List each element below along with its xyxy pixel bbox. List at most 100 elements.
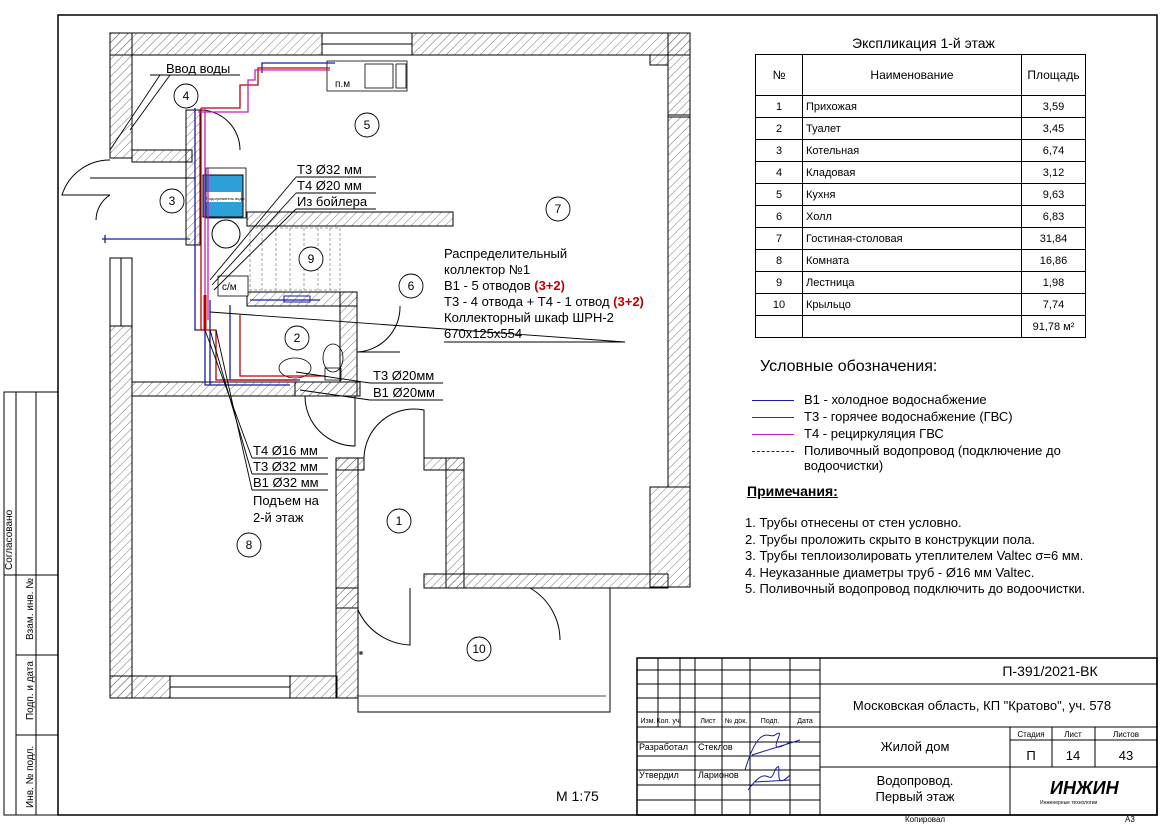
cell-name: Лестница <box>802 271 1022 294</box>
staircase <box>249 227 341 291</box>
svg-text:Подп.: Подп. <box>761 718 780 725</box>
note-item: 2. Трубы проложить скрыто в конструкции … <box>745 531 1036 547</box>
explication-title: Экспликация 1-й этаж <box>852 35 995 51</box>
project-code: П-391/2021-ВК <box>1002 663 1098 679</box>
cell-n: 4 <box>755 161 803 184</box>
svg-text:Т3 Ø32 мм: Т3 Ø32 мм <box>253 459 318 474</box>
approved-name: Ларионов <box>698 770 739 780</box>
legend-item: В1 - холодное водоснабжение <box>752 392 1104 407</box>
svg-text:Т3 Ø20мм: Т3 Ø20мм <box>373 368 434 383</box>
drawing-title-2: Первый этаж <box>875 789 954 804</box>
svg-text:Т3 Ø32 мм: Т3 Ø32 мм <box>297 162 362 177</box>
pm-label: п.м <box>335 79 350 90</box>
legend-line-swatch <box>752 400 794 401</box>
water-input-label: Ввод воды <box>166 61 230 76</box>
cell-name: Гостиная-столовая <box>802 227 1022 250</box>
cell-name: Комната <box>802 249 1022 272</box>
cell-n: 7 <box>755 227 803 250</box>
developed-name: Стеклов <box>698 742 733 752</box>
svg-text:Т4 Ø20 мм: Т4 Ø20 мм <box>297 178 362 193</box>
room-9: 9 <box>308 252 315 266</box>
toilet-callout: Т3 Ø20мм В1 Ø20мм <box>373 368 435 400</box>
riser-callout: Т4 Ø16 мм Т3 Ø32 мм В1 Ø32 мм Подъем на … <box>253 443 320 525</box>
svg-text:коллектор №1: коллектор №1 <box>444 262 530 277</box>
side-agreed: Согласовано <box>4 509 15 570</box>
col-name: Наименование <box>802 54 1022 96</box>
porch-outline <box>357 588 611 713</box>
legend-line-swatch <box>752 417 794 418</box>
room-1: 1 <box>396 514 403 528</box>
cell-n: 6 <box>755 205 803 228</box>
window-lines <box>120 43 412 688</box>
toilet-fixtures <box>278 343 344 381</box>
door-swings <box>61 109 561 646</box>
cell-n: 2 <box>755 117 803 140</box>
notes-title: Примечания: <box>747 483 838 499</box>
table-total-row: 91,78 м² <box>755 315 1086 338</box>
cell-area: 16,86 <box>1021 249 1086 272</box>
svg-text:2-й этаж: 2-й этаж <box>253 510 304 525</box>
svg-text:Распределительный: Распределительный <box>444 246 567 261</box>
svg-text:В1 Ø32 мм: В1 Ø32 мм <box>253 475 319 490</box>
svg-text:В1 - 5 отводов (3+2): В1 - 5 отводов (3+2) <box>444 278 565 293</box>
svg-text:Дата: Дата <box>797 718 813 725</box>
cell-name: Крыльцо <box>802 293 1022 316</box>
cell-area: 31,84 <box>1021 227 1086 250</box>
cell-area: 3,59 <box>1021 95 1086 118</box>
developed-label: Разработал <box>639 742 688 752</box>
heater-circle <box>211 219 241 249</box>
walls <box>109 32 691 699</box>
legend-text: Поливочный водопровод (подключение до во… <box>804 443 1061 473</box>
cell-name: Кухня <box>802 183 1022 206</box>
note-item: 1. Трубы отнесены от стен условно. <box>745 515 962 530</box>
pipe-collector-box <box>283 295 311 303</box>
cell-n: 3 <box>755 139 803 162</box>
collector-callout: Распределительный коллектор №1 В1 - 5 от… <box>444 246 644 341</box>
legend-line-swatch <box>752 451 794 452</box>
pipes-recirc <box>198 69 330 320</box>
col-area: Площадь <box>1021 54 1086 96</box>
room-10: 10 <box>472 642 486 656</box>
side-sign-date: Подп. и дата <box>25 661 36 720</box>
side-inv-replace: Взам. инв. № <box>25 578 36 640</box>
room-8: 8 <box>246 538 253 552</box>
cell-n: 1 <box>755 95 803 118</box>
object-name: Жилой дом <box>881 739 950 754</box>
cell-area: 1,98 <box>1021 271 1086 294</box>
cell-name: Котельная <box>802 139 1022 162</box>
approved-label: Утвердил <box>639 770 679 780</box>
legend-title: Условные обозначения: <box>760 358 938 375</box>
room-4: 4 <box>183 89 190 103</box>
notes-list: 1. Трубы отнесены от стен условно.2. Тру… <box>745 515 1095 598</box>
cell-area: 9,63 <box>1021 183 1086 206</box>
sheet-value: 14 <box>1066 748 1080 763</box>
stage-label: Стадия <box>1017 730 1044 739</box>
total-area: 91,78 м² <box>1021 315 1086 338</box>
explication-header: № Наименование Площадь <box>755 54 1086 96</box>
stamp-cols: Изм. Кол. уч. Лист № док. Подп. Дата <box>641 718 813 725</box>
room-3: 3 <box>169 194 176 208</box>
project-address: Московская область, КП "Кратово", уч. 57… <box>853 698 1111 713</box>
cell-name: Туалет <box>802 117 1022 140</box>
note-item: 3. Трубы теплоизолировать утеплителем Va… <box>745 548 1084 563</box>
cell-area: 7,74 <box>1021 293 1086 316</box>
legend-line-swatch <box>752 434 794 435</box>
side-strip <box>3 391 59 816</box>
drawing-title-1: Водопровод. <box>877 773 954 788</box>
cm-label: с/м <box>222 282 237 293</box>
company-logo-sub: Инженерные технологии <box>1040 800 1098 806</box>
side-inv-orig: Инв. № подл. <box>25 746 36 808</box>
copied-label: Копировал <box>905 815 945 824</box>
svg-text:Изм.: Изм. <box>641 718 656 725</box>
legend-text: Т4 - рециркуляция ГВС <box>804 426 944 441</box>
svg-text:Кол. уч.: Кол. уч. <box>657 718 682 725</box>
